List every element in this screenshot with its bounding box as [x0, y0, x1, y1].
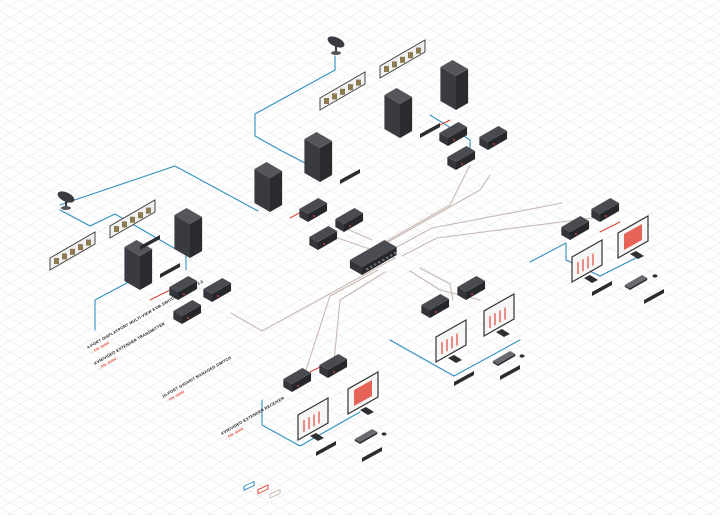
link-switch-to-tx-top [387, 174, 491, 243]
monitor-icon [483, 292, 515, 338]
link-switch-to-rx-right-b [401, 217, 593, 257]
device-tag [644, 289, 664, 304]
kvm-box-icon [299, 198, 328, 222]
link-switch-to-rx-mid [419, 267, 454, 301]
link-rx-right-monitors-b [599, 255, 641, 277]
device-tag [362, 447, 382, 462]
mouse-icon [519, 354, 525, 358]
server-tower-icon [440, 60, 469, 110]
link-switch-to-rx-right-a [394, 202, 563, 249]
kvm-box-icon [335, 208, 364, 232]
server-tower-icon [304, 132, 333, 182]
device-tag [160, 263, 180, 278]
legend-gray-chip [269, 488, 281, 499]
device-tag [340, 169, 360, 184]
kvm-box-icon [203, 278, 232, 302]
link-switch-to-rx-bottom [304, 269, 379, 374]
mouse-icon [381, 432, 387, 436]
kvm-box-icon [591, 198, 620, 222]
camera-icon [57, 191, 75, 210]
network-switch-icon [349, 240, 397, 275]
link-rx-mid-monitors [389, 339, 521, 377]
device-tag [500, 365, 520, 380]
camera-icon [327, 36, 345, 55]
device-tag [316, 441, 336, 456]
mouse-icon [652, 274, 658, 278]
camera-rack-icon [49, 231, 96, 271]
link-rx-bottom-monitors [261, 399, 361, 447]
kvm-box-icon [169, 276, 198, 300]
kvm-box-icon [309, 226, 338, 250]
server-tower-icon [124, 240, 153, 290]
kvm-box-icon [283, 368, 312, 392]
link-camera-top [254, 55, 336, 177]
device-tag [420, 123, 440, 138]
kvm-box-icon [319, 354, 348, 378]
link-switch-to-rx-bottom-b [332, 271, 386, 373]
camera-rack-icon [109, 199, 156, 239]
camera-rack-icon [379, 39, 426, 79]
link-camera-left [59, 209, 187, 271]
kvm-box-icon [479, 126, 508, 150]
server-tower-icon [174, 208, 203, 258]
legend-blue-chip [243, 480, 255, 491]
keyboard-icon [354, 429, 378, 444]
kvm-box-icon [561, 216, 590, 240]
devices [49, 36, 664, 462]
keyboard-icon [624, 275, 648, 290]
link-switch-to-tx-left [230, 257, 396, 332]
link-red-d [599, 221, 621, 233]
cable-legend [243, 480, 281, 499]
monitor-icon [617, 214, 649, 260]
link-red-a [149, 289, 171, 301]
device-tag [592, 281, 612, 296]
link-switch-to-tx-top-b [379, 164, 471, 246]
kvm-box-icon [421, 294, 450, 318]
kvm-box-icon [457, 276, 486, 300]
kvm-box-icon [439, 122, 468, 146]
link-left-label [94, 275, 141, 331]
device-tag [140, 235, 160, 250]
device-tag [454, 371, 474, 386]
camera-rack-icon [319, 71, 366, 111]
link-left-rack-to-center [59, 165, 259, 212]
link-switch-to-tx-center [344, 227, 373, 241]
kvm-box-icon [447, 146, 476, 170]
kvm-box-icon [173, 300, 202, 324]
monitor-icon [347, 370, 379, 416]
keyboard-icon [492, 351, 516, 366]
server-tower-icon [384, 88, 413, 138]
legend-red-chip [257, 484, 269, 495]
server-tower-icon [254, 162, 283, 212]
monitor-icon [571, 238, 603, 284]
monitor-icon [435, 318, 467, 364]
monitor-icon [297, 396, 329, 442]
